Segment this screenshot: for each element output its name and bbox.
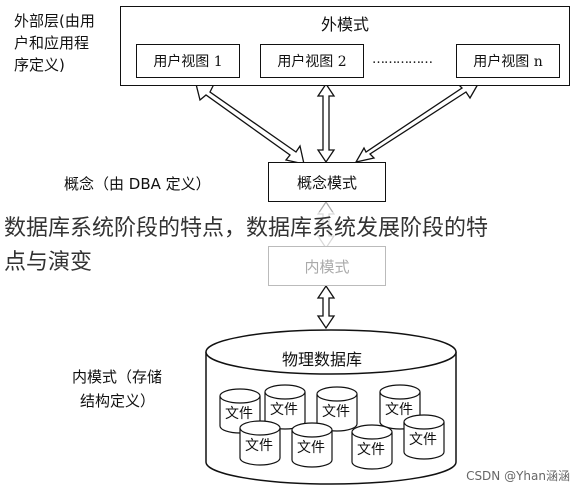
file-cylinder-body xyxy=(239,428,281,466)
user-view-n-label: 用户视图 n xyxy=(473,54,543,70)
arrow-viewn-concept xyxy=(354,83,480,163)
file-label: 文件 xyxy=(297,440,325,456)
internal-schema-box: 内模式 xyxy=(268,246,386,286)
user-view-1-label: 用户视图 1 xyxy=(153,54,223,70)
user-view-1: 用户视图 1 xyxy=(136,44,240,78)
arrow-view1-concept xyxy=(195,83,305,165)
watermark: CSDN @Yhan涵涵 xyxy=(466,469,570,483)
file-cylinder-top xyxy=(291,422,333,438)
concept-side-label: 概念（由 DBA 定义） xyxy=(64,175,211,193)
internal-side-label-line: 内模式（存储 xyxy=(72,368,163,386)
internal-side-label: 内模式（存储 结构定义） xyxy=(72,366,162,412)
internal-schema-label: 内模式 xyxy=(304,257,350,276)
overlay-caption-line: 点与演变 xyxy=(0,246,114,280)
external-side-label-line: 外部层(由用 xyxy=(14,12,95,30)
external-schema-title: 外模式 xyxy=(320,15,369,34)
file-cylinder-top xyxy=(351,424,393,440)
file-cylinder-top xyxy=(316,386,358,402)
user-view-n: 用户视图 n xyxy=(456,44,560,78)
external-side-label-line: 户和应用程 xyxy=(14,34,90,52)
file-label: 文件 xyxy=(245,438,273,454)
file-cylinder-body xyxy=(351,432,393,470)
external-side-label-line: 序定义) xyxy=(14,56,65,74)
file-cylinder-top xyxy=(403,414,445,430)
arrow-view2-concept xyxy=(316,82,336,164)
file-label: 文件 xyxy=(357,442,385,458)
file-cylinder-top xyxy=(219,388,261,404)
user-view-2-label: 用户视图 2 xyxy=(277,54,347,70)
file-label: 文件 xyxy=(270,402,298,418)
physical-database-title: 物理数据库 xyxy=(282,350,363,369)
user-view-2: 用户视图 2 xyxy=(260,44,364,78)
conceptual-schema-box: 概念模式 xyxy=(268,162,386,202)
external-side-label: 外部层(由用 户和应用程 序定义) xyxy=(14,10,95,76)
file-label: 文件 xyxy=(385,402,413,418)
internal-side-label-line: 结构定义） xyxy=(80,392,156,410)
file-cylinder-body xyxy=(403,422,445,460)
file-cylinder-top xyxy=(264,384,306,400)
file-label: 文件 xyxy=(225,406,253,422)
file-cylinder-top xyxy=(239,420,281,436)
overlay-caption: 数据库系统阶段的特点，数据库系统发展阶段的特 点与演变 xyxy=(0,212,578,280)
file-cylinders xyxy=(219,384,445,470)
file-label: 文件 xyxy=(322,404,350,420)
ellipsis: …………… xyxy=(372,52,433,67)
overlay-caption-line: 数据库系统阶段的特点，数据库系统发展阶段的特 xyxy=(0,212,578,246)
arrow-internal-physical xyxy=(316,284,336,330)
file-cylinder-body xyxy=(291,430,333,468)
conceptual-schema-label: 概念模式 xyxy=(296,173,357,192)
file-label: 文件 xyxy=(409,432,437,448)
file-cylinder-top xyxy=(379,384,421,400)
